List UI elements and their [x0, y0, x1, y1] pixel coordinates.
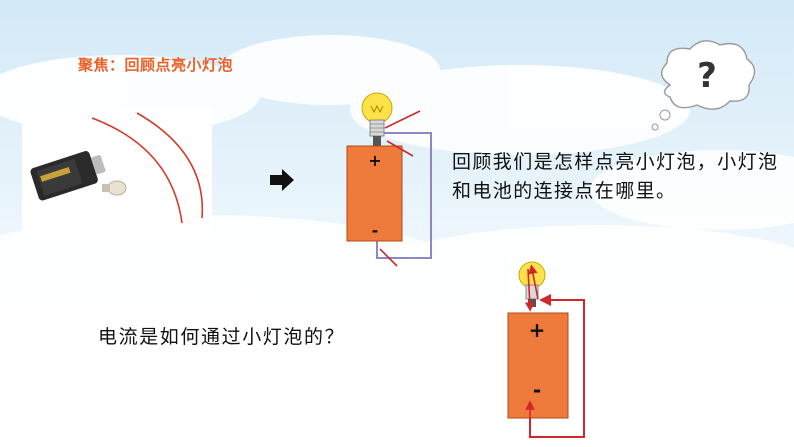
materials-photo [22, 108, 212, 230]
review-question: 回顾我们是怎样点亮小灯泡，小灯泡和电池的连接点在哪里。 [452, 151, 779, 202]
pointer-arrow-top [384, 110, 421, 129]
battery-plus: + [368, 151, 381, 170]
page-title: 聚焦：回顾点亮小灯泡 [78, 56, 234, 74]
battery-body [507, 312, 569, 419]
bulb-photo [102, 180, 127, 196]
pointer-arrow-bottom [379, 248, 398, 267]
right-arrow-icon [270, 169, 294, 191]
current-arrow-bulb [528, 264, 539, 300]
battery-minus: - [533, 378, 541, 402]
bulb-icon [518, 261, 546, 307]
circuit-diagram-2: + - [507, 261, 585, 438]
thought-bubble-icon: ? [651, 40, 756, 131]
current-arrow-bulb-down [524, 268, 535, 312]
battery-plus: + [529, 318, 546, 342]
current-question: 电流是如何通过小灯泡的？ [98, 326, 346, 348]
battery-photo [30, 151, 106, 201]
bulb-icon [361, 92, 393, 146]
battery-minus: - [372, 221, 379, 240]
battery-body [346, 145, 403, 242]
pointer-arrow-mid [386, 140, 414, 157]
question-mark: ? [697, 56, 717, 96]
wire-loop [376, 132, 432, 259]
circuit-diagram-1: + - [346, 92, 432, 267]
